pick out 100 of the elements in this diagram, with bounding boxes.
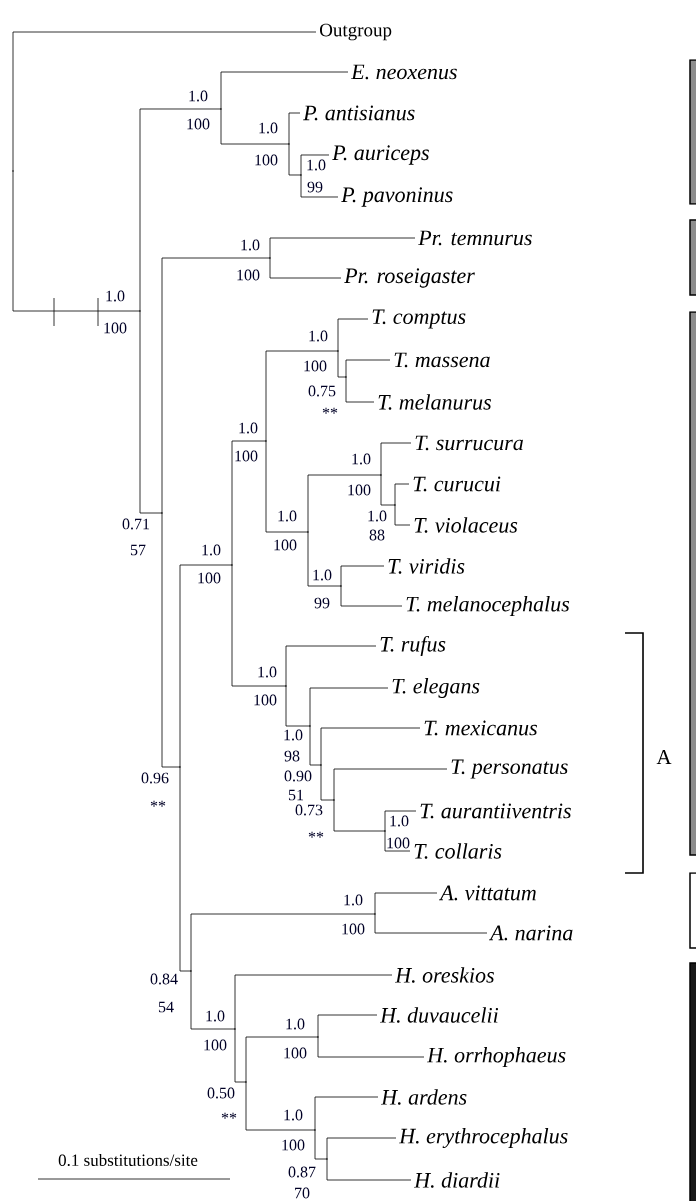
support-value: 0.50 <box>207 1087 235 1099</box>
support-value: 98 <box>284 750 300 762</box>
taxon-label: T. personatus <box>451 759 568 779</box>
branch <box>394 504 411 526</box>
branch <box>288 143 302 176</box>
support-value: 1.0 <box>307 159 326 171</box>
taxon-label: T. collaris <box>414 843 502 859</box>
branch <box>190 970 236 1030</box>
branch <box>234 974 393 1030</box>
branch <box>161 257 271 514</box>
taxon-label: T. violaceus <box>414 517 518 533</box>
branch <box>220 108 290 145</box>
taxon-label: P. auriceps <box>332 145 429 165</box>
support-value: ** <box>150 800 166 807</box>
branch <box>337 318 369 352</box>
support-value: 100 <box>255 154 278 166</box>
branch <box>288 112 301 145</box>
branch <box>345 359 391 378</box>
taxon-label: T. massena <box>394 352 490 368</box>
branch <box>245 1036 319 1083</box>
support-value: 0.75 <box>308 385 336 397</box>
support-value: 1.0 <box>258 666 277 678</box>
branch <box>307 474 382 533</box>
branch <box>300 154 330 176</box>
taxon-label: Pr. roseigaster <box>344 268 475 288</box>
support-value: 0.90 <box>284 770 312 782</box>
support-value: 100 <box>282 1139 305 1151</box>
support-value: 1.0 <box>202 544 221 556</box>
taxon-label: E. neoxenus <box>350 64 457 80</box>
taxon-label: T. surrucura <box>415 435 523 451</box>
branch <box>384 810 417 832</box>
branch <box>220 71 349 110</box>
taxon-label: A. vittatum <box>439 885 536 901</box>
branch <box>139 108 222 312</box>
support-value: 1.0 <box>189 90 208 102</box>
branch <box>314 1096 379 1131</box>
branch <box>394 483 410 506</box>
taxon-label: P. pavoninus <box>341 187 453 207</box>
taxon-label: T. viridis <box>388 558 465 574</box>
taxon-label: H. oreskios <box>394 967 494 983</box>
branch <box>314 1129 328 1160</box>
support-value: 1.0 <box>313 569 332 581</box>
support-value: 70 <box>295 1187 310 1199</box>
taxon-label: H. orrhophaeus <box>426 1047 566 1067</box>
support-value: 100 <box>204 1039 227 1051</box>
branch <box>179 766 192 972</box>
support-value: 0.73 <box>295 804 323 816</box>
branch <box>340 565 385 587</box>
support-value: 0.96 <box>141 772 169 784</box>
support-value: 1.0 <box>278 510 297 522</box>
support-value: 100 <box>237 269 260 281</box>
branch <box>340 585 403 607</box>
taxon-label: T. mexicanus <box>424 720 537 736</box>
support-value: 54 <box>158 1001 174 1013</box>
taxon-label: T. aurantiiventris <box>420 803 571 819</box>
support-value: 1.0 <box>390 815 409 827</box>
support-value: 100 <box>304 360 327 372</box>
branch <box>265 350 339 442</box>
support-value: 1.0 <box>344 894 363 906</box>
branch <box>12 31 317 172</box>
support-value: ** <box>308 831 324 838</box>
branch <box>326 1158 412 1181</box>
taxon-label: Outgroup <box>320 23 392 41</box>
branch <box>231 440 267 566</box>
support-value: 1.0 <box>259 122 278 134</box>
scale-label: 0.1 substitutions/site <box>58 1154 198 1167</box>
support-value: 100 <box>254 694 277 706</box>
support-value: 100 <box>187 118 210 130</box>
support-value: 99 <box>314 597 330 609</box>
support-value: 1.0 <box>309 330 328 342</box>
branch <box>161 512 181 768</box>
branch <box>285 685 311 727</box>
branch <box>265 440 309 533</box>
branch <box>179 564 233 768</box>
taxon-label: H. ardens <box>380 1089 467 1105</box>
branch <box>333 768 448 801</box>
branch <box>380 474 396 506</box>
taxon-label: T. curucui <box>413 476 501 492</box>
taxon-label: H. erythrocephalus <box>398 1128 568 1148</box>
branch <box>380 442 412 476</box>
support-value: 100 <box>235 450 258 462</box>
support-value: 1.0 <box>106 290 125 302</box>
branch <box>300 174 339 198</box>
branch <box>139 310 163 514</box>
support-value: 0.71 <box>122 518 150 530</box>
support-value: 1.0 <box>352 453 371 465</box>
taxon-label: T. elegans <box>392 678 480 698</box>
branch <box>245 1081 316 1131</box>
branch <box>12 170 141 312</box>
taxon-label: A. narina <box>489 925 573 941</box>
support-value: 100 <box>274 539 297 551</box>
support-value: 88 <box>369 529 385 541</box>
support-value: 100 <box>348 484 371 496</box>
support-value: 1.0 <box>286 1018 305 1030</box>
branch <box>317 1014 378 1038</box>
branch <box>234 1028 247 1083</box>
taxon-label: H. duvaucelii <box>379 1007 499 1023</box>
branch <box>333 799 386 832</box>
branch <box>307 531 342 587</box>
support-value: 100 <box>198 572 221 584</box>
